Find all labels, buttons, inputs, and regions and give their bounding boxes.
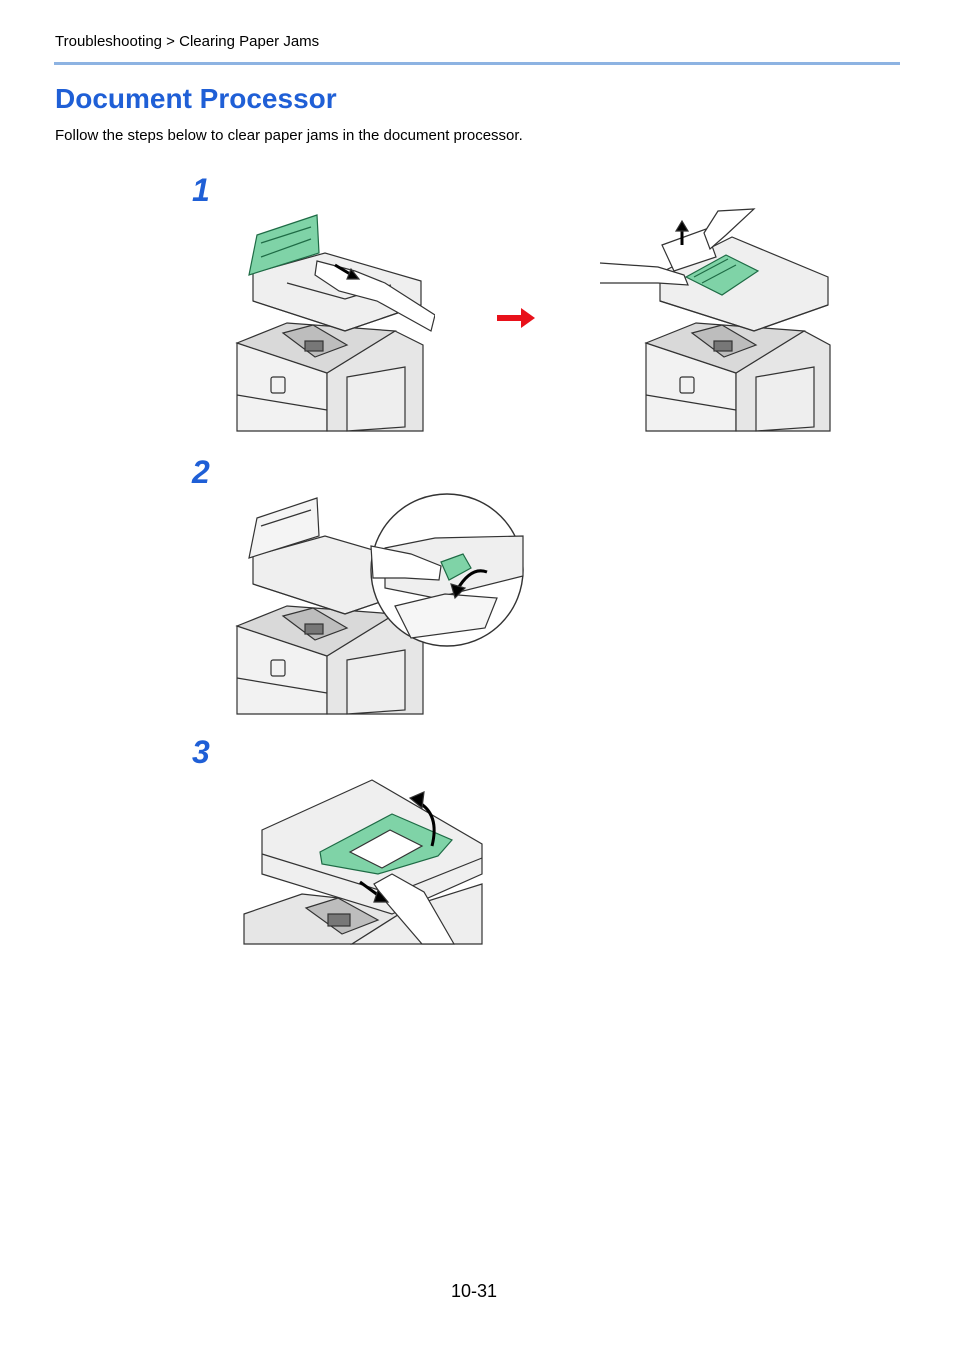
step-1-illustration-remove-paper [599, 208, 831, 432]
step-1-illustration-open-cover [235, 214, 435, 432]
step-2-illustration-open-lever [235, 493, 524, 715]
step-2-number: 2 [192, 454, 210, 490]
page-number: 10-31 [451, 1281, 498, 1301]
step-1-arrow-right-icon [497, 308, 535, 328]
intro-text: Follow the steps below to clear paper ja… [55, 127, 523, 144]
step-1-number: 1 [192, 172, 210, 208]
step-3-illustration-lift-tray [243, 779, 483, 945]
page-title: Document Processor [55, 83, 337, 114]
breadcrumb: Troubleshooting > Clearing Paper Jams [55, 33, 320, 50]
header-rule [54, 62, 900, 65]
step-3-number: 3 [192, 734, 210, 770]
